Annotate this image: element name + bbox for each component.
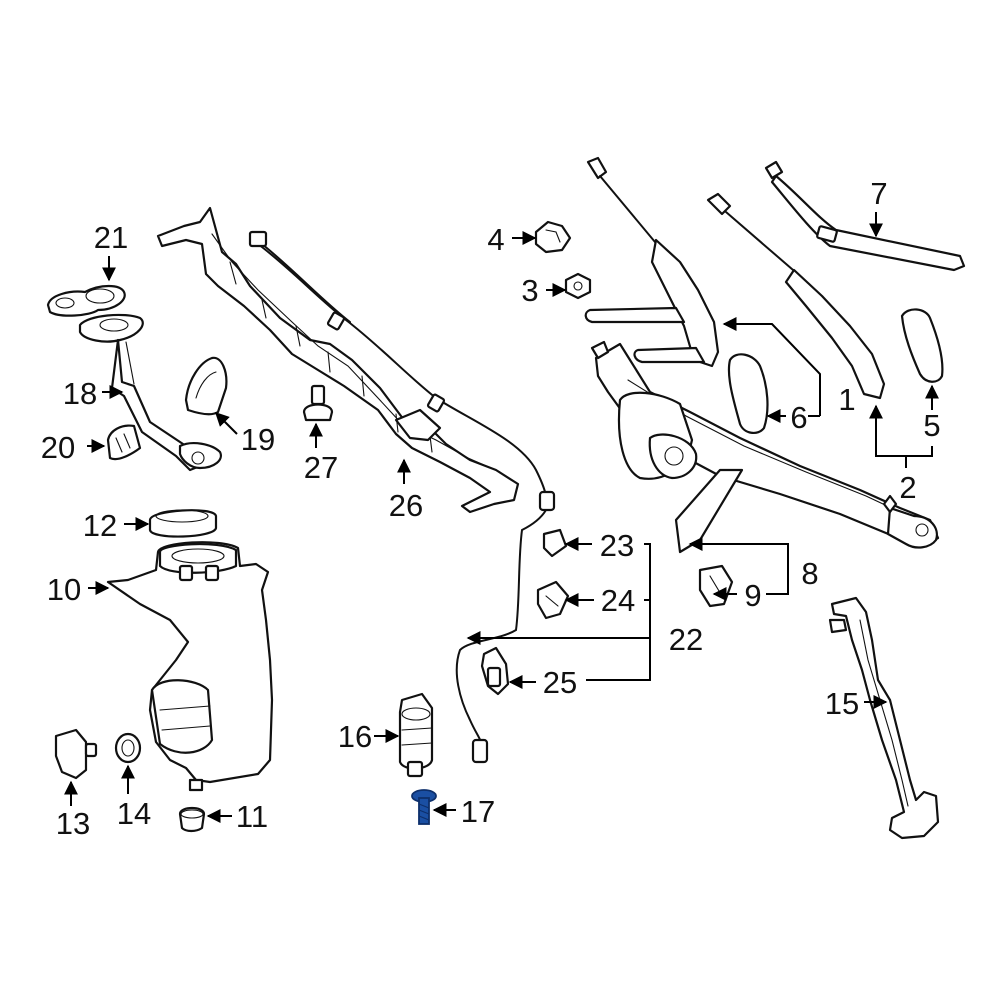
part-2-wiper-arm-right bbox=[706, 192, 886, 400]
part-18-filler-neck bbox=[78, 313, 222, 472]
callout-14: 14 bbox=[117, 796, 151, 831]
callout-24: 24 bbox=[601, 583, 635, 618]
leader-1 bbox=[722, 317, 821, 416]
leader-8b bbox=[766, 574, 789, 595]
part-24-clip bbox=[536, 580, 570, 620]
leader-8 bbox=[688, 537, 789, 574]
callout-4: 4 bbox=[487, 222, 504, 257]
part-7-wiper-blade bbox=[764, 160, 966, 272]
part-27-pin bbox=[302, 384, 334, 422]
part-12-cap bbox=[148, 509, 218, 538]
part-19-clip bbox=[184, 356, 228, 416]
callout-labels: 21 18 19 20 27 26 4 3 7 1 6 5 2 8 9 23 2… bbox=[41, 176, 941, 841]
callout-25: 25 bbox=[543, 665, 577, 700]
part-13-sensor bbox=[54, 728, 98, 780]
part-26-cowl-panel bbox=[156, 206, 520, 514]
callout-16: 16 bbox=[338, 719, 372, 754]
callout-23: 23 bbox=[600, 528, 634, 563]
callout-18: 18 bbox=[63, 376, 97, 411]
callout-6: 6 bbox=[790, 400, 807, 435]
part-16-washer-pump bbox=[398, 692, 434, 778]
callout-22: 22 bbox=[669, 622, 703, 657]
part-1-wiper-arm-left bbox=[584, 156, 720, 368]
callout-12: 12 bbox=[83, 508, 117, 543]
leader-22-bracket bbox=[586, 543, 651, 681]
callout-1: 1 bbox=[838, 382, 855, 417]
part-20-clip bbox=[106, 424, 142, 461]
callout-15: 15 bbox=[825, 686, 859, 721]
part-23-clip bbox=[542, 528, 568, 558]
part-8-wiper-linkage bbox=[590, 340, 940, 554]
leader-2b bbox=[906, 446, 933, 457]
callout-20: 20 bbox=[41, 430, 75, 465]
callout-3: 3 bbox=[521, 273, 538, 308]
part-10-reservoir bbox=[106, 541, 274, 792]
callout-7: 7 bbox=[870, 176, 887, 211]
part-17-bolt bbox=[411, 789, 437, 825]
leader-19 bbox=[215, 412, 238, 435]
callout-9: 9 bbox=[744, 578, 761, 613]
part-5-cover bbox=[900, 308, 944, 383]
callout-5: 5 bbox=[923, 408, 940, 443]
part-14-grommet bbox=[114, 732, 142, 764]
part-6-cover bbox=[727, 353, 769, 434]
part-3-nut bbox=[564, 272, 592, 300]
callout-21: 21 bbox=[94, 220, 128, 255]
part-25-nozzle bbox=[480, 646, 510, 696]
part-9-bracket bbox=[698, 564, 734, 608]
part-21-seal bbox=[46, 284, 126, 317]
callout-17: 17 bbox=[461, 794, 495, 829]
callout-8: 8 bbox=[801, 556, 818, 591]
callout-11: 11 bbox=[236, 799, 268, 834]
callout-2: 2 bbox=[899, 470, 916, 505]
part-15-hose bbox=[828, 596, 940, 840]
callout-27: 27 bbox=[304, 450, 338, 485]
callout-26: 26 bbox=[389, 488, 423, 523]
leader-lines bbox=[64, 212, 939, 823]
callout-13: 13 bbox=[56, 806, 90, 841]
part-4-cap-nut bbox=[534, 220, 572, 254]
leader-2 bbox=[869, 404, 907, 468]
callout-19: 19 bbox=[241, 422, 275, 457]
part-11-grommet bbox=[178, 806, 206, 833]
callout-10: 10 bbox=[47, 572, 81, 607]
